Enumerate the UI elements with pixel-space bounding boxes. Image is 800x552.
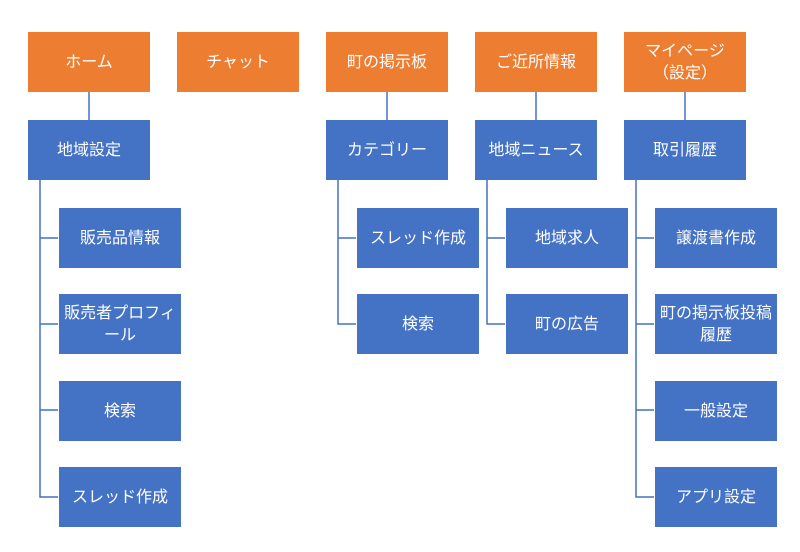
node-search: 検索: [59, 381, 181, 441]
node-create-thread: スレッド作成: [59, 467, 181, 527]
node-search: 検索: [357, 294, 479, 354]
node-bulletin-post-history: 町の掲示板投稿履歴: [655, 294, 777, 354]
node-transaction-history: 取引履歴: [624, 120, 746, 180]
node-town-ads: 町の広告: [506, 294, 628, 354]
node-general-settings: 一般設定: [655, 381, 777, 441]
menu-bulletin-board[interactable]: 町の掲示板: [326, 32, 448, 92]
node-local-jobs: 地域求人: [506, 208, 628, 268]
node-transfer-document: 譲渡書作成: [655, 208, 777, 268]
node-category: カテゴリー: [326, 120, 448, 180]
node-item-info: 販売品情報: [59, 208, 181, 268]
node-create-thread: スレッド作成: [357, 208, 479, 268]
node-area-settings: 地域設定: [28, 120, 150, 180]
menu-neighborhood-info[interactable]: ご近所情報: [475, 32, 597, 92]
node-local-news: 地域ニュース: [475, 120, 597, 180]
menu-chat[interactable]: チャット: [177, 32, 299, 92]
node-app-settings: アプリ設定: [655, 467, 777, 527]
menu-home[interactable]: ホーム: [28, 32, 150, 92]
menu-my-page[interactable]: マイページ （設定）: [624, 32, 746, 92]
node-seller-profile: 販売者プロフィール: [59, 294, 181, 354]
